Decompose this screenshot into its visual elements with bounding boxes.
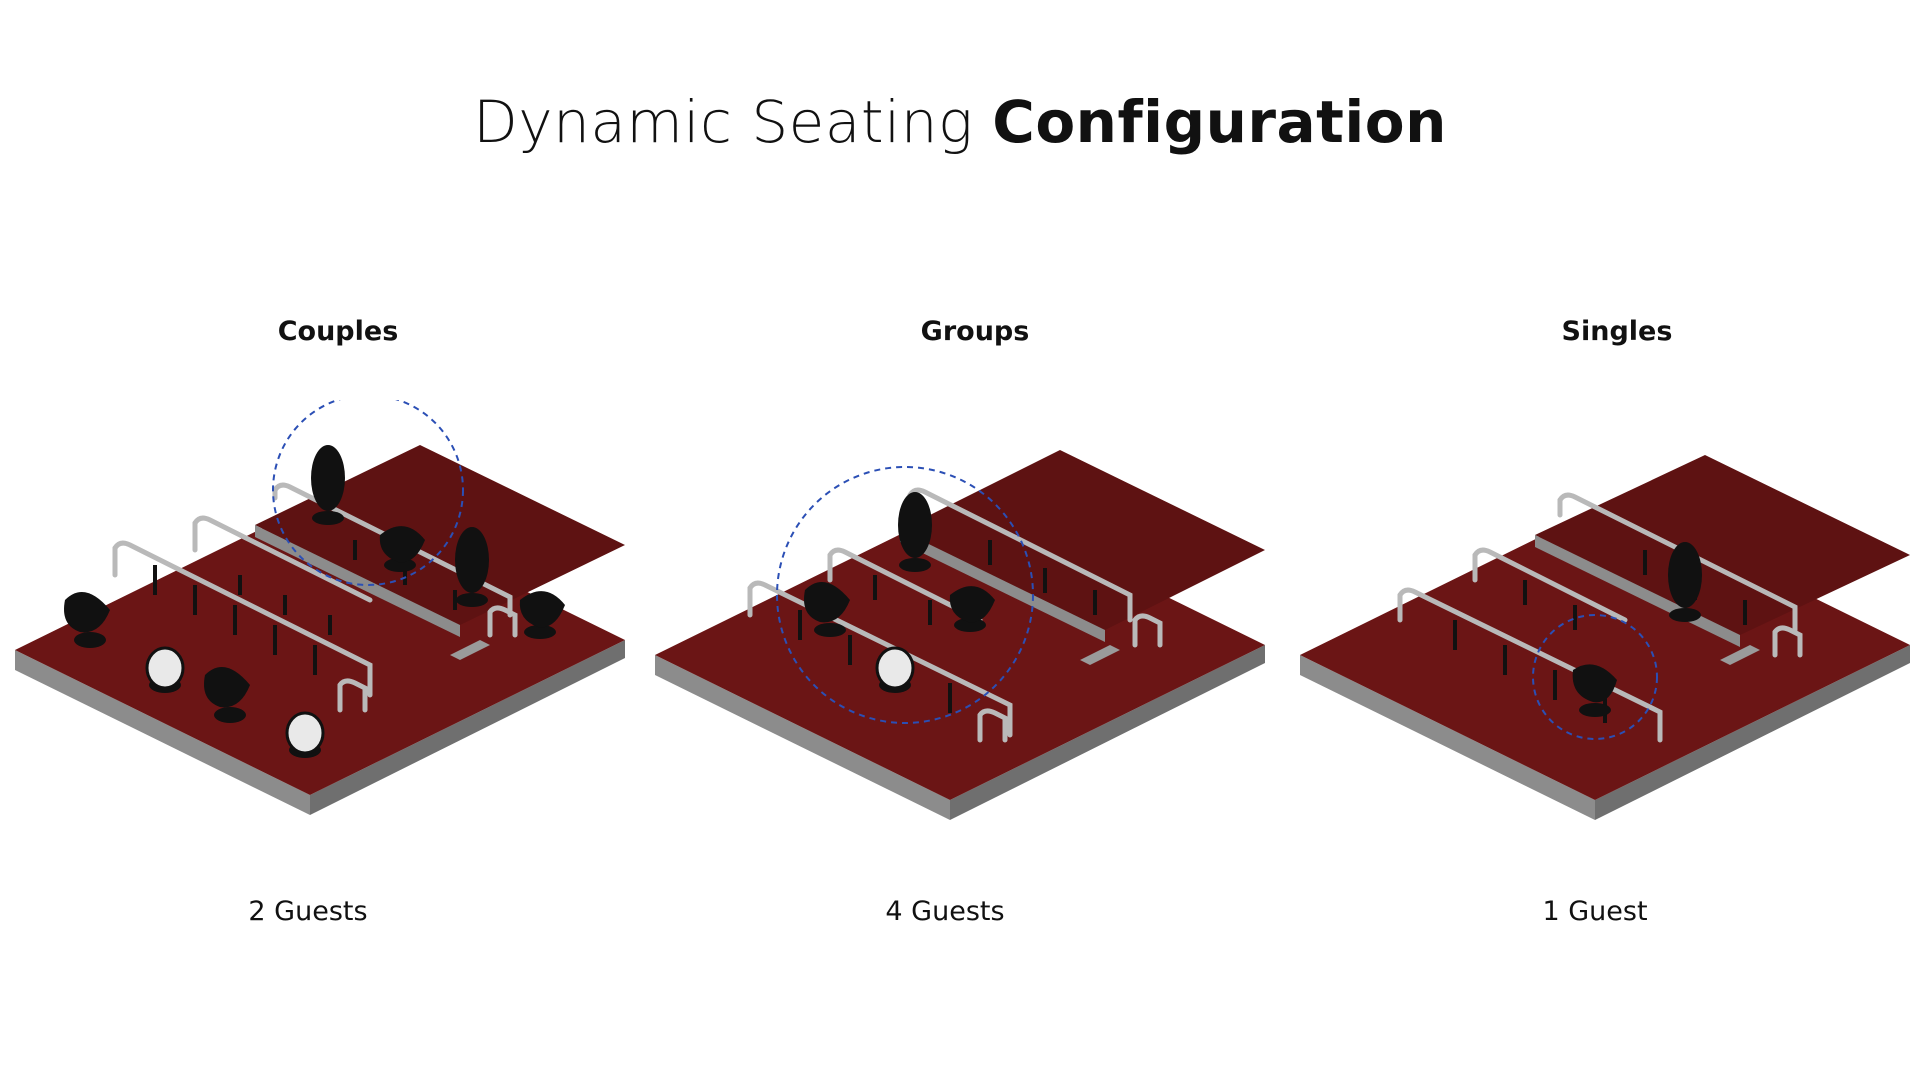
step — [1720, 645, 1760, 665]
seat-pod — [64, 592, 110, 648]
highlight-circle — [1532, 614, 1658, 740]
seat-pod — [898, 492, 932, 572]
seat-pod — [519, 591, 565, 639]
platform-side — [1595, 645, 1910, 820]
raised-tier-edge — [255, 525, 460, 637]
page-title: Dynamic Seating Configuration — [0, 88, 1920, 156]
seat-pod — [1668, 542, 1702, 622]
platform-side — [310, 640, 625, 815]
step — [450, 640, 490, 660]
seat-pod — [875, 646, 915, 693]
seat-pod — [204, 667, 250, 723]
platform-side — [15, 650, 310, 815]
seat-pod — [311, 445, 345, 525]
guest-count-groups: 4 Guests — [885, 896, 1005, 927]
highlight-circle — [776, 466, 1034, 724]
seat-pod — [949, 586, 995, 632]
guest-count-couples: 2 Guests — [248, 896, 368, 927]
seat-pod — [379, 526, 425, 572]
seat-pod — [804, 582, 850, 637]
seat-pod — [145, 646, 185, 693]
singles-floor-illustration — [1300, 455, 1910, 820]
platform-side — [655, 655, 950, 820]
rail-posts — [153, 540, 457, 675]
guard-rails — [112, 482, 518, 713]
couples-floor-illustration — [15, 400, 625, 815]
step — [1080, 645, 1120, 665]
highlight-circle — [272, 400, 464, 586]
groups-floor-illustration — [655, 450, 1265, 820]
panel-title-groups: Groups — [920, 316, 1030, 347]
title-bold: Configuration — [992, 88, 1447, 156]
seat-pod — [455, 527, 489, 607]
seat-pod — [1572, 664, 1617, 717]
guest-count-singles: 1 Guest — [1542, 896, 1648, 927]
seat-pod — [285, 711, 325, 758]
title-regular: Dynamic Seating — [473, 88, 993, 156]
raised-tier — [900, 450, 1265, 630]
raised-tier — [1535, 455, 1910, 635]
guard-rails — [1397, 492, 1803, 743]
platform-side — [1300, 655, 1595, 820]
panel-title-singles: Singles — [1561, 316, 1673, 347]
panel-title-couples: Couples — [277, 316, 399, 347]
raised-tier-edge — [900, 530, 1105, 642]
raised-tier — [255, 445, 625, 625]
platform-side — [950, 645, 1265, 820]
